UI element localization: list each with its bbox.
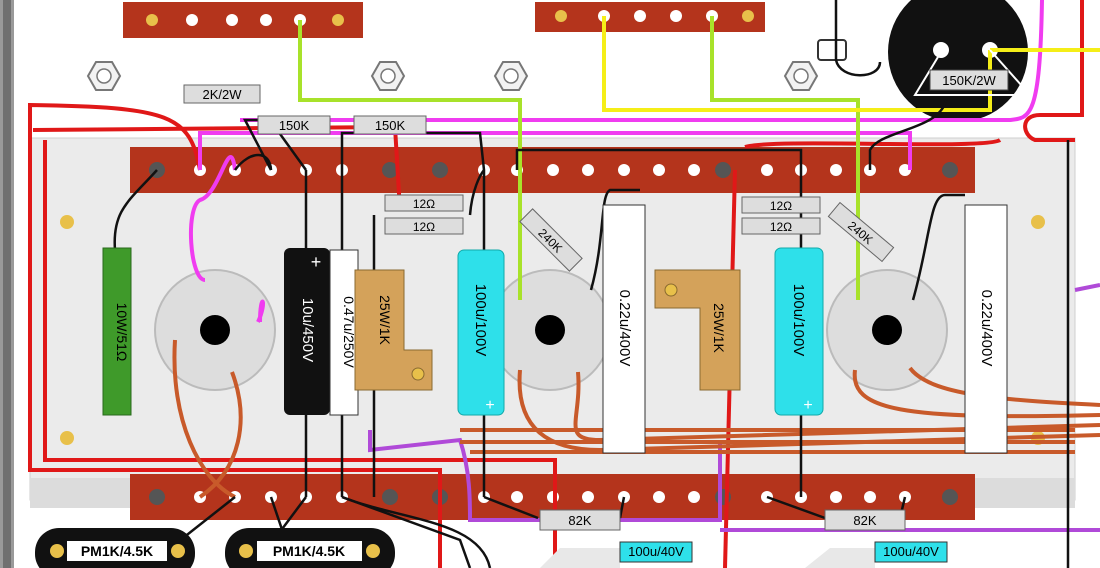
label-022u-400v-b: 0.22u/400V bbox=[978, 290, 995, 367]
power-resistor-25w-1k-a: 25W/1K bbox=[354, 269, 433, 391]
label-022u-400v-a: 0.22u/400V bbox=[616, 290, 633, 367]
label-150k-a: 150K bbox=[279, 118, 310, 133]
label-12-b: 12Ω bbox=[413, 220, 435, 234]
magenta-wires bbox=[189, 0, 1044, 323]
label-100u-100v-a: 100u/100V bbox=[472, 284, 489, 357]
cap-100u-40v-b: 100u/40V bbox=[805, 541, 948, 568]
pot-pm1k-b: PM1K/4.5K bbox=[225, 528, 395, 568]
resistor-150k-b: 150K bbox=[353, 115, 427, 135]
resistor-82k-b: 82K bbox=[824, 509, 906, 531]
plus-mark-b: + bbox=[485, 397, 494, 414]
film-cap-022u-400v-b: 0.22u/400V bbox=[964, 204, 1008, 454]
power-resistor-25w-1k-b: 25W/1K bbox=[654, 269, 741, 391]
label-82k-b: 82K bbox=[853, 513, 876, 528]
label-12-c: 12Ω bbox=[770, 199, 792, 213]
resistor-12-a: 12Ω bbox=[384, 194, 464, 212]
top-terminal-strip-left bbox=[123, 2, 363, 38]
label-150k-2w: 150K/2W bbox=[942, 73, 996, 88]
electrolytic-cap-100u-100v-b: + 100u/100V bbox=[774, 247, 824, 416]
potentiometer bbox=[817, 0, 1028, 122]
electrolytic-cap-100u-100v-a: + 100u/100V bbox=[457, 249, 505, 416]
label-10u-450v: 10u/450V bbox=[299, 298, 316, 362]
plus-mark-c: + bbox=[803, 397, 812, 414]
resistor-150k-a: 150K bbox=[257, 115, 331, 135]
tube-socket-3 bbox=[826, 269, 948, 391]
label-150k-b: 150K bbox=[375, 118, 406, 133]
label-100u-100v-b: 100u/100V bbox=[790, 284, 807, 357]
label-25w-1k-b: 25W/1K bbox=[711, 303, 727, 353]
label-pm1k-a: PM1K/4.5K bbox=[81, 543, 153, 559]
label-pm1k-b: PM1K/4.5K bbox=[273, 543, 345, 559]
resistor-82k-a: 82K bbox=[539, 509, 621, 531]
top-terminal-strip-right bbox=[535, 2, 765, 32]
film-cap-047u-250v: 0.47u/250V bbox=[329, 249, 359, 416]
pot-pm1k-a: PM1K/4.5K bbox=[35, 528, 195, 568]
tube-socket-1 bbox=[154, 269, 276, 391]
green-wires bbox=[298, 16, 860, 300]
cap-100u-40v-a: 100u/40V bbox=[540, 541, 693, 568]
label-12-d: 12Ω bbox=[770, 220, 792, 234]
label-047u-250v: 0.47u/250V bbox=[341, 296, 357, 368]
resistor-2k-2w: 2K/2W bbox=[183, 84, 261, 104]
hex-nuts bbox=[86, 61, 819, 91]
electrolytic-cap-10u-450v: + 10u/450V bbox=[284, 248, 330, 415]
chassis-edge-pattern bbox=[3, 0, 11, 568]
label-25w-1k-a: 25W/1K bbox=[377, 295, 393, 345]
film-cap-022u-400v-a: 0.22u/400V bbox=[602, 204, 646, 454]
label-100u-40v-a: 100u/40V bbox=[628, 544, 684, 559]
label-2k-2w: 2K/2W bbox=[202, 87, 242, 102]
resistor-12-c: 12Ω bbox=[741, 196, 821, 214]
resistor-150k-2w: 150K/2W bbox=[913, 49, 1033, 96]
label-12-a: 12Ω bbox=[413, 197, 435, 211]
plus-mark-a: + bbox=[311, 252, 322, 272]
label-100u-40v-b: 100u/40V bbox=[883, 544, 939, 559]
resistor-12-d: 12Ω bbox=[741, 217, 821, 235]
label-10w-51: 10W/51Ω bbox=[114, 303, 130, 362]
power-resistor-10w-51: 10W/51Ω bbox=[102, 247, 132, 416]
resistor-12-b: 12Ω bbox=[384, 217, 464, 235]
label-82k-a: 82K bbox=[568, 513, 591, 528]
